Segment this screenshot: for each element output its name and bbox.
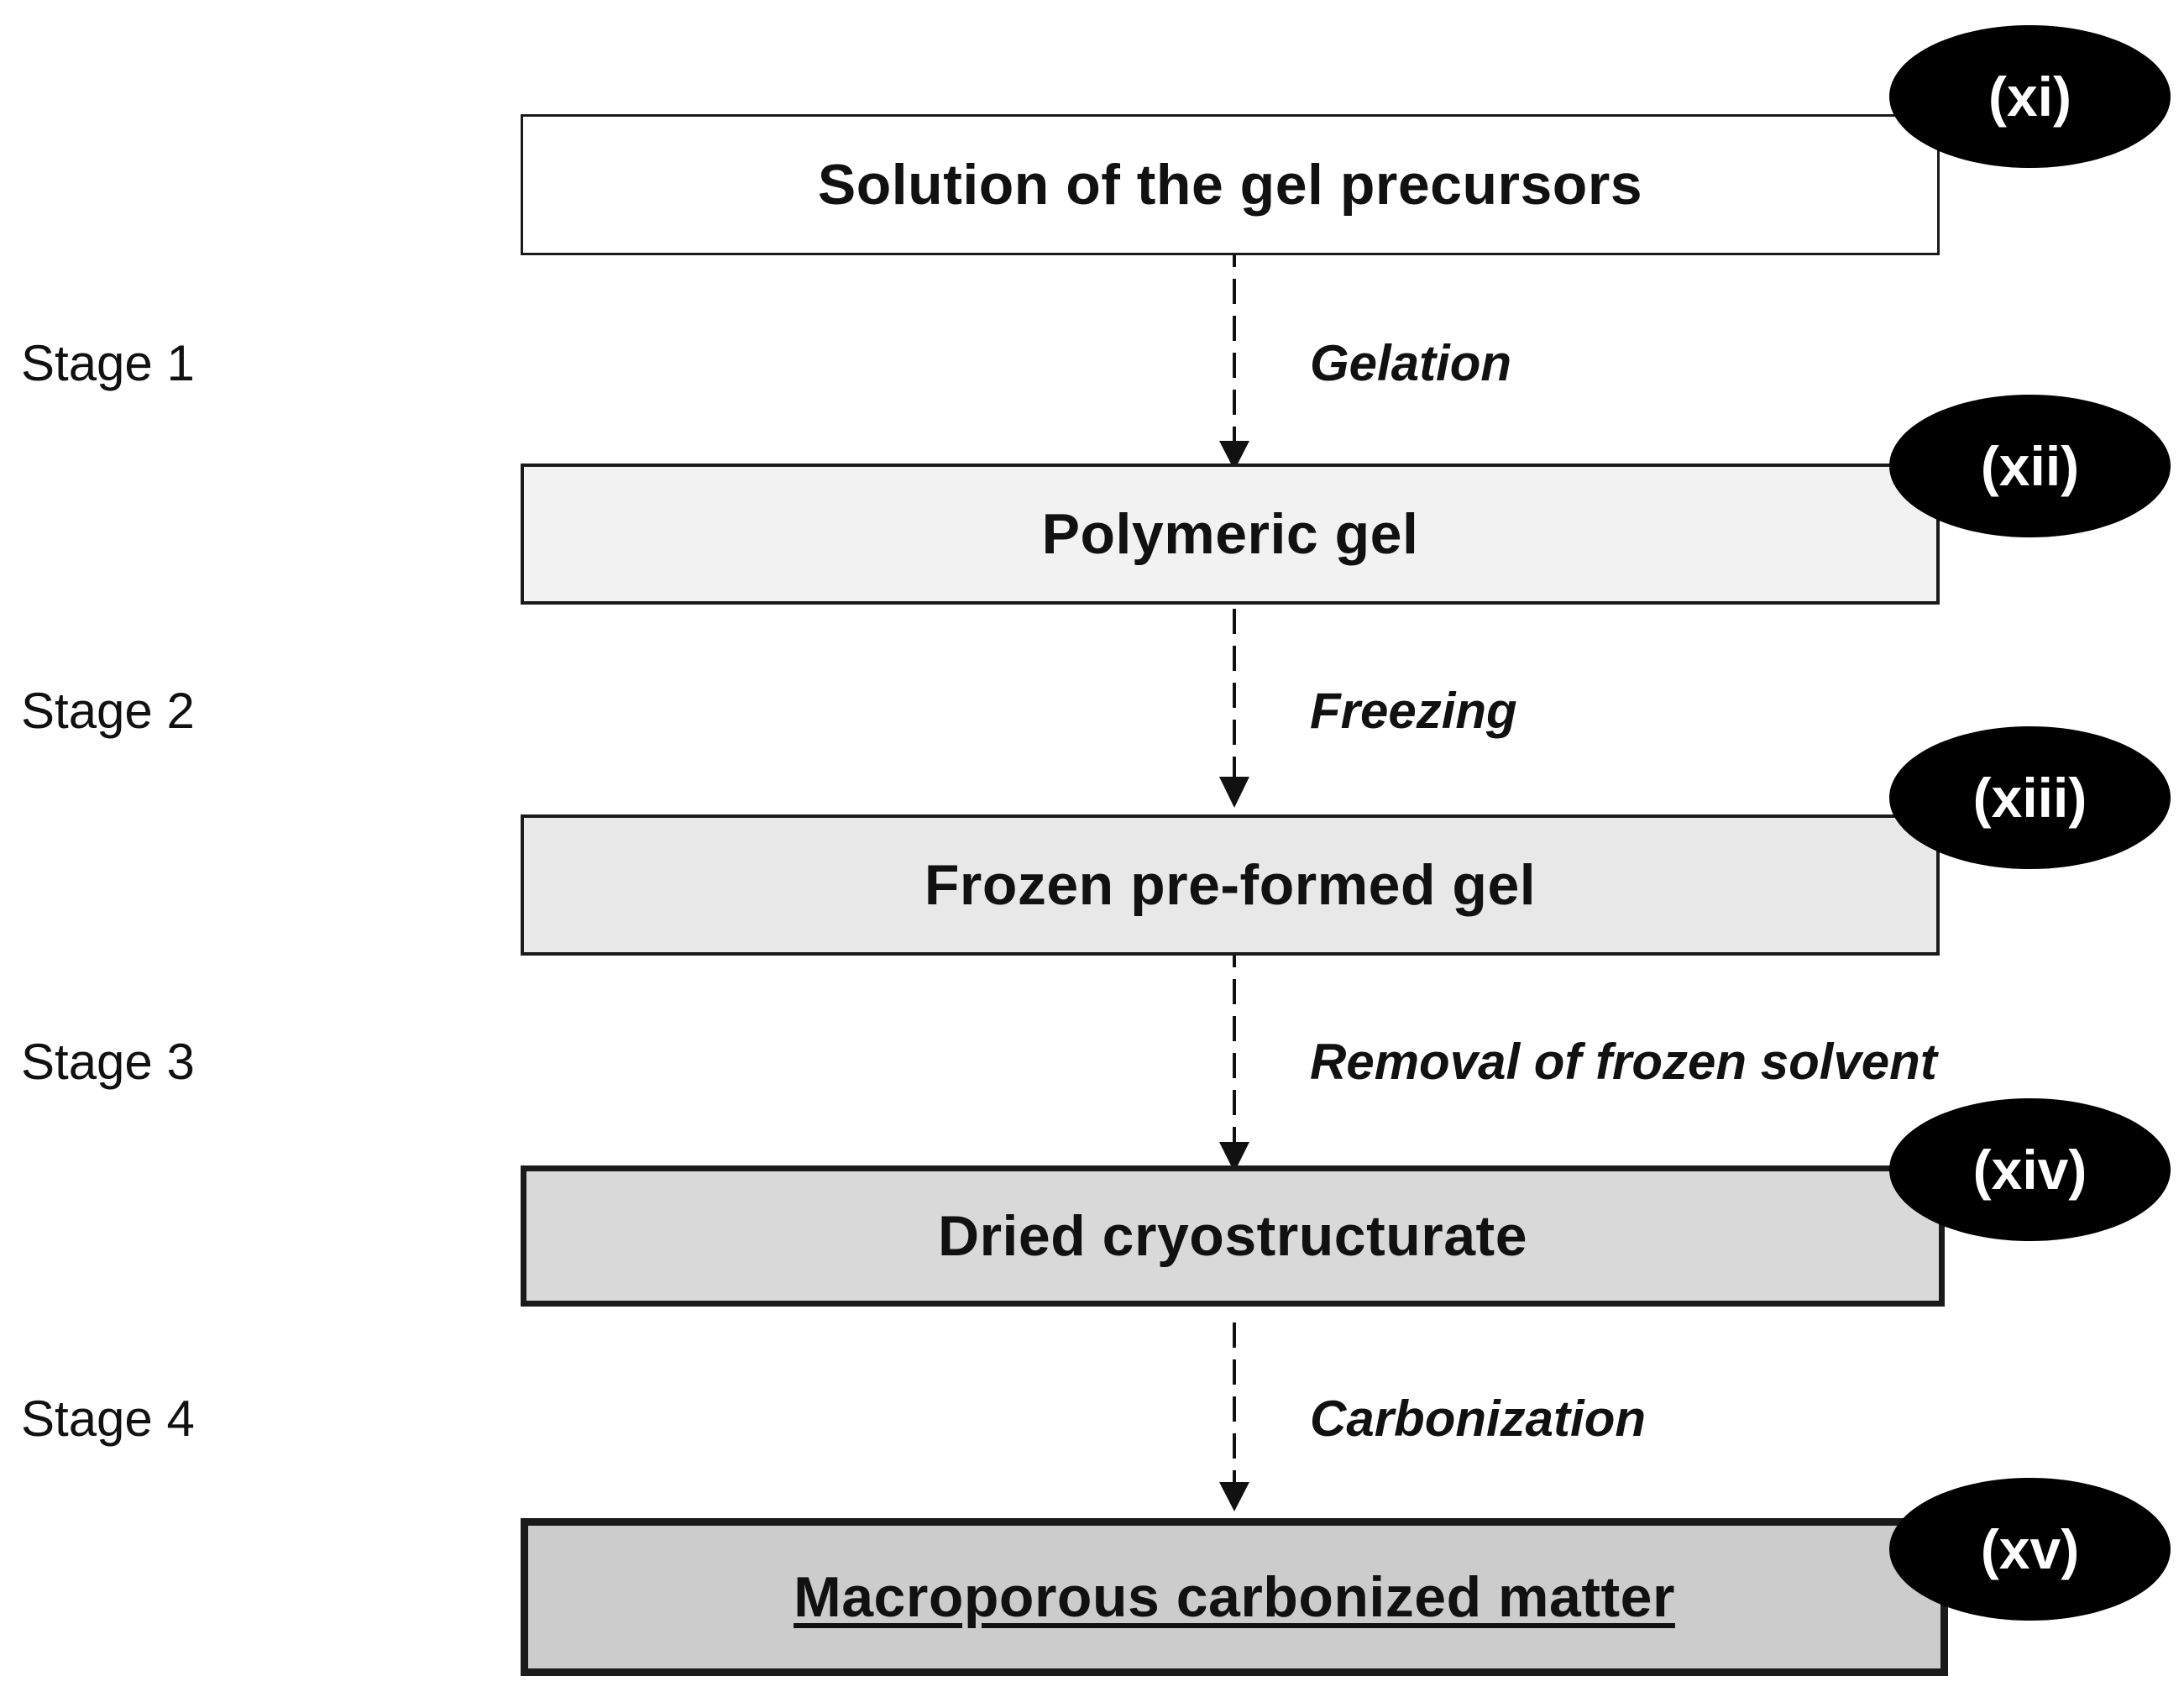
- process-label: Removal of frozen solvent: [1310, 1034, 1937, 1090]
- step-label: Polymeric gel: [1041, 502, 1419, 566]
- stage-label: Stage 1: [21, 335, 195, 391]
- step-badge: (xiv): [1889, 1098, 2171, 1241]
- step-label: Solution of the gel precursors: [817, 153, 1643, 217]
- step-label: Dried cryostructurate: [937, 1204, 1528, 1268]
- arrowhead-2: [1219, 777, 1249, 808]
- step-box-polymeric-gel: Polymeric gel: [521, 464, 1940, 605]
- arrowhead-4: [1219, 1482, 1249, 1511]
- step-label: Macroporous carbonized matter: [793, 1565, 1675, 1629]
- stage-label: Stage 3: [21, 1034, 195, 1090]
- step-box-solution: Solution of the gel precursors: [521, 114, 1940, 255]
- step-badge: (xi): [1889, 25, 2171, 168]
- step-box-carbonized-matter: Macroporous carbonized matter: [521, 1518, 1948, 1676]
- stage-label: Stage 4: [21, 1391, 195, 1447]
- step-box-frozen-gel: Frozen pre-formed gel: [521, 814, 1940, 956]
- stage-label: Stage 2: [21, 683, 195, 739]
- process-label: Carbonization: [1310, 1391, 1646, 1447]
- process-label: Freezing: [1310, 683, 1517, 739]
- step-box-dried-cryostructurate: Dried cryostructurate: [521, 1165, 1945, 1307]
- step-badge: (xii): [1889, 395, 2171, 537]
- step-badge: (xiii): [1889, 726, 2171, 869]
- step-badge: (xv): [1889, 1478, 2171, 1621]
- process-label: Gelation: [1310, 335, 1512, 391]
- step-label: Frozen pre-formed gel: [924, 853, 1537, 917]
- arrowhead-1: [1219, 441, 1249, 470]
- arrowhead-3: [1219, 1142, 1249, 1172]
